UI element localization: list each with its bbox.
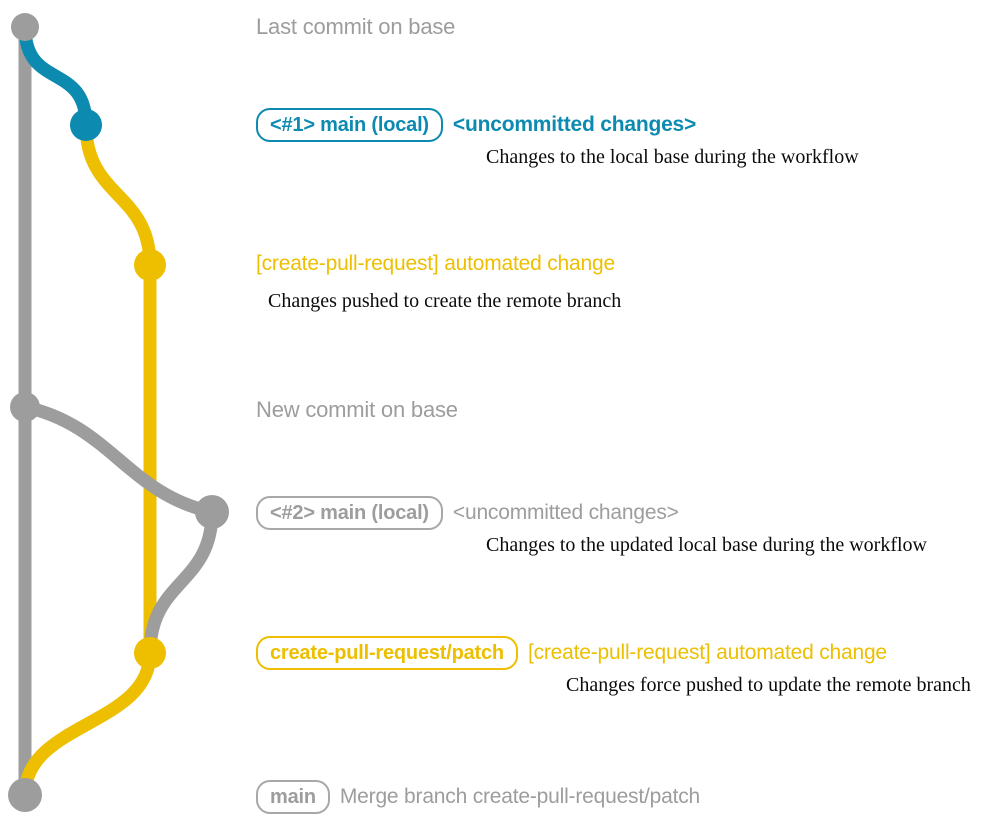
commit-description-automated-change-1: Changes pushed to create the remote bran… xyxy=(268,290,622,312)
commit-row-automated-change-1: [create-pull-request] automated change xyxy=(256,252,615,276)
branch-pill-main[interactable]: main xyxy=(256,780,330,814)
edge-local2-to-remote2 xyxy=(143,505,219,660)
commit-node-base-top[interactable] xyxy=(11,13,39,41)
commit-row-local-change-2: <#2> main (local) <uncommitted changes> xyxy=(256,496,679,530)
commit-node-base-new[interactable] xyxy=(10,392,40,422)
edge-basenew-to-local2 xyxy=(18,400,219,519)
commit-node-local-1[interactable] xyxy=(70,109,102,141)
edge-base-to-local1 xyxy=(18,20,93,132)
commit-subject-automated-change-1: [create-pull-request] automated change xyxy=(256,252,615,275)
branch-pill-main-local-1[interactable]: <#1> main (local) xyxy=(256,108,443,142)
commit-node-remote-2[interactable] xyxy=(134,637,166,669)
commit-row-local-change-1: <#1> main (local) <uncommitted changes> xyxy=(256,108,696,142)
branch-pill-create-pull-request-patch[interactable]: create-pull-request/patch xyxy=(256,636,518,670)
commit-description-automated-change-2: Changes force pushed to update the remot… xyxy=(566,674,971,696)
edge-remote2-to-merge xyxy=(18,646,157,802)
commit-node-merge-commit[interactable] xyxy=(8,778,42,812)
edge-local1-to-remote1 xyxy=(79,118,157,272)
commit-row-automated-change-2: create-pull-request/patch [create-pull-r… xyxy=(256,636,887,670)
branch-pill-main-local-2[interactable]: <#2> main (local) xyxy=(256,496,443,530)
commit-subject-local-change-2: <uncommitted changes> xyxy=(452,501,679,524)
commit-node-local-2[interactable] xyxy=(195,495,229,529)
heading-last-commit-on-base: Last commit on base xyxy=(256,14,456,39)
commit-row-merge-commit: main Merge branch create-pull-request/pa… xyxy=(256,780,700,814)
commit-description-local-change-2: Changes to the updated local base during… xyxy=(486,534,927,556)
commit-description-local-change-1: Changes to the local base during the wor… xyxy=(486,146,859,168)
commit-node-remote-1[interactable] xyxy=(134,249,166,281)
commit-subject-automated-change-2: [create-pull-request] automated change xyxy=(527,641,887,664)
commit-subject-local-change-1: <uncommitted changes> xyxy=(452,113,697,136)
heading-new-commit-on-base: New commit on base xyxy=(256,397,458,422)
commit-subject-merge-commit: Merge branch create-pull-request/patch xyxy=(339,785,700,808)
